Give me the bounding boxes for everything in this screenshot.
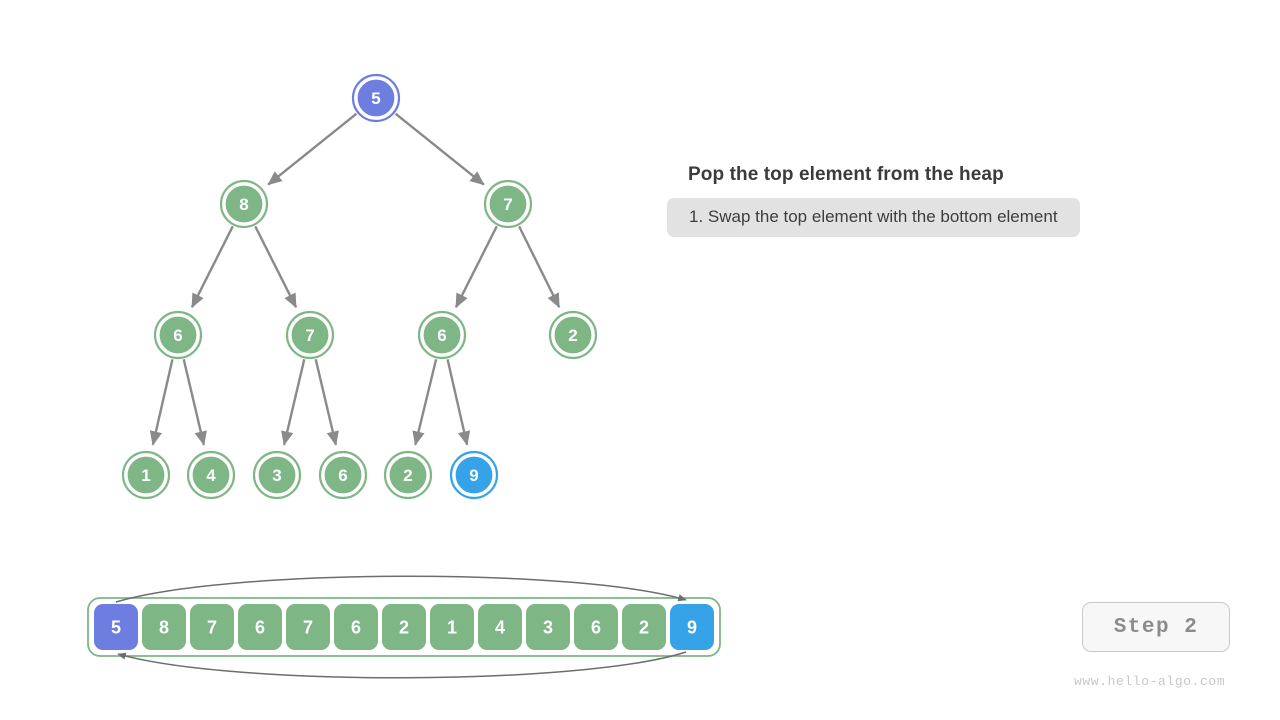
tree-nodes-group: 5 8 7 6 7 6 2 1 4 3 6 2 9 [121, 73, 598, 500]
tree-node[interactable]: 1 [121, 450, 171, 500]
swap-arrows-group [115, 575, 687, 679]
array-cell[interactable]: 1 [430, 604, 474, 650]
array-cell-label: 6 [591, 618, 601, 638]
tree-edge [412, 359, 438, 446]
array-cell[interactable]: 2 [622, 604, 666, 650]
tree-node[interactable]: 9 [449, 450, 499, 500]
array-cell[interactable]: 9 [670, 604, 714, 650]
array-cell-label: 3 [543, 618, 553, 638]
swap-arrow-top [115, 575, 687, 603]
tree-edge [446, 359, 471, 446]
array-cell[interactable]: 6 [334, 604, 378, 650]
array-cell[interactable]: 7 [190, 604, 234, 650]
tree-edge [149, 359, 174, 446]
array-cell[interactable]: 8 [142, 604, 186, 650]
array-cell[interactable]: 4 [478, 604, 522, 650]
tree-node-label: 2 [403, 466, 412, 485]
tree-node-label: 6 [173, 326, 182, 345]
tree-edge [394, 112, 485, 186]
array-cell-label: 5 [111, 618, 121, 638]
tree-node[interactable]: 3 [252, 450, 302, 500]
tree-node[interactable]: 5 [351, 73, 401, 123]
array-cell-label: 7 [207, 618, 217, 638]
tree-node[interactable]: 7 [483, 179, 533, 229]
array-cell[interactable]: 2 [382, 604, 426, 650]
array-cell-label: 8 [159, 618, 169, 638]
tree-node[interactable]: 7 [285, 310, 335, 360]
array-group: 5 8 7 6 7 6 2 1 4 3 6 2 9 [87, 597, 721, 657]
tree-edge [281, 359, 306, 446]
tree-node-label: 7 [305, 326, 314, 345]
tree-node-label: 6 [338, 466, 347, 485]
tree-edge [454, 225, 498, 309]
array-cell-label: 2 [639, 618, 649, 638]
tree-node-label: 6 [437, 326, 446, 345]
tree-node[interactable]: 8 [219, 179, 269, 229]
tree-edge [518, 225, 561, 309]
array-cell[interactable]: 6 [238, 604, 282, 650]
array-cell[interactable]: 3 [526, 604, 570, 650]
tree-node-label: 8 [239, 195, 248, 214]
array-container [87, 597, 721, 657]
tree-edges-group [149, 112, 561, 446]
tree-node-label: 4 [206, 466, 216, 485]
tree-edge [314, 359, 339, 446]
tree-node[interactable]: 2 [383, 450, 433, 500]
tree-node-label: 2 [568, 326, 577, 345]
step-description: 1. Swap the top element with the bottom … [667, 198, 1080, 237]
array-cell-label: 1 [447, 618, 457, 638]
page-title: Pop the top element from the heap [688, 164, 1004, 185]
array-cell[interactable]: 5 [94, 604, 138, 650]
tree-node[interactable]: 2 [548, 310, 598, 360]
tree-edge [182, 359, 207, 446]
swap-arrow-bottom [117, 651, 687, 679]
array-cell-label: 6 [351, 618, 361, 638]
tree-node-label: 9 [469, 466, 478, 485]
array-cell-label: 9 [687, 618, 697, 638]
tree-node[interactable]: 6 [153, 310, 203, 360]
array-cell-label: 6 [255, 618, 265, 638]
tree-edge [190, 225, 234, 309]
tree-node-label: 1 [141, 466, 150, 485]
array-cell-label: 2 [399, 618, 409, 638]
array-cell-label: 4 [495, 618, 505, 638]
tree-node-label: 7 [503, 195, 512, 214]
tree-node[interactable]: 6 [318, 450, 368, 500]
watermark: www.hello-algo.com [1074, 674, 1226, 689]
tree-node[interactable]: 6 [417, 310, 467, 360]
step-badge: Step 2 [1082, 602, 1230, 652]
instruction-panel: Pop the top element from the heap 1. Swa… [667, 164, 1248, 237]
tree-edge [267, 112, 358, 186]
array-cell-label: 7 [303, 618, 313, 638]
tree-node[interactable]: 4 [186, 450, 236, 500]
array-cell[interactable]: 7 [286, 604, 330, 650]
array-cell[interactable]: 6 [574, 604, 618, 650]
tree-node-label: 3 [272, 466, 281, 485]
tree-node-label: 5 [371, 89, 380, 108]
tree-edge [254, 225, 298, 309]
